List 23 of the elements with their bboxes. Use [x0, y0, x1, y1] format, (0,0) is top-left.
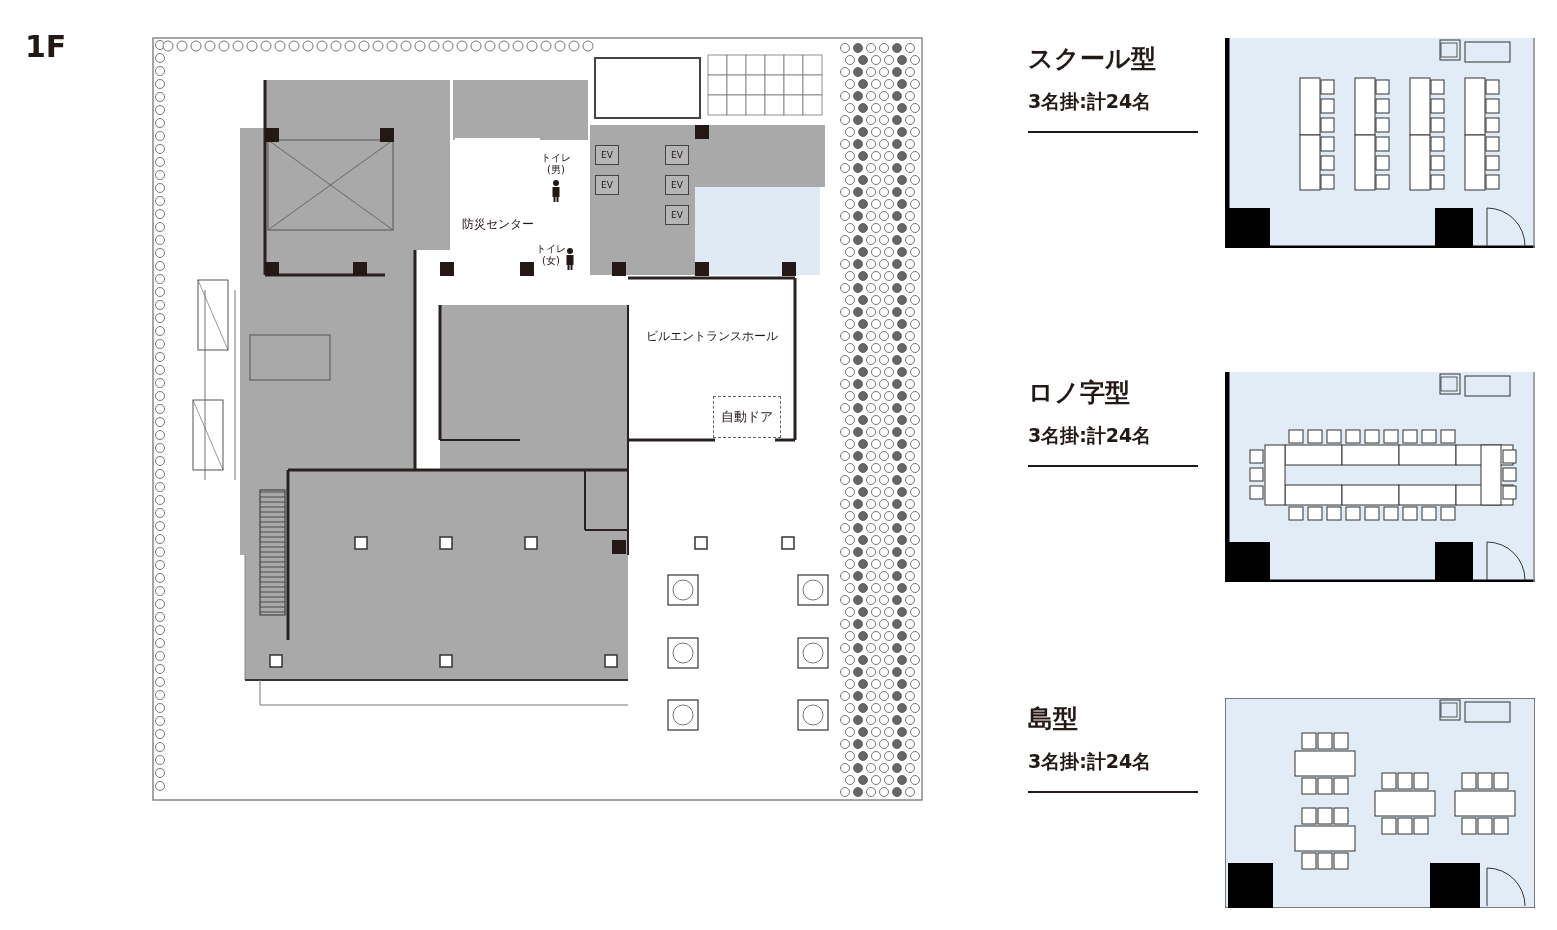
room-label: EV	[671, 209, 683, 221]
capacity-text: 3名掛:計24名	[1028, 90, 1152, 113]
layout-heading: ロノ字型	[1028, 378, 1130, 408]
room-label: EV	[671, 149, 683, 161]
room-label: トイレ(男)	[540, 152, 572, 175]
room-label: EV	[601, 149, 613, 161]
layout-heading: スクール型	[1028, 44, 1156, 74]
layout-heading: 島型	[1028, 704, 1078, 734]
room-label: EV	[601, 179, 613, 191]
capacity-text: 3名掛:計24名	[1028, 424, 1152, 447]
door-area	[713, 396, 781, 438]
elevator-box	[595, 145, 619, 165]
elevator-box	[665, 205, 689, 225]
room-label: トイレ(女)	[536, 243, 566, 266]
floor-label: 1F	[25, 32, 67, 62]
elevator-box	[665, 145, 689, 165]
room-label: EV	[671, 179, 683, 191]
capacity-text: 3名掛:計24名	[1028, 750, 1152, 773]
room-label: ビルエントランスホール	[645, 330, 778, 344]
elevator-box	[595, 175, 619, 195]
room-label: 防災センター	[460, 218, 535, 232]
elevator-box	[665, 175, 689, 195]
room-label: 自動ドア	[721, 409, 773, 425]
